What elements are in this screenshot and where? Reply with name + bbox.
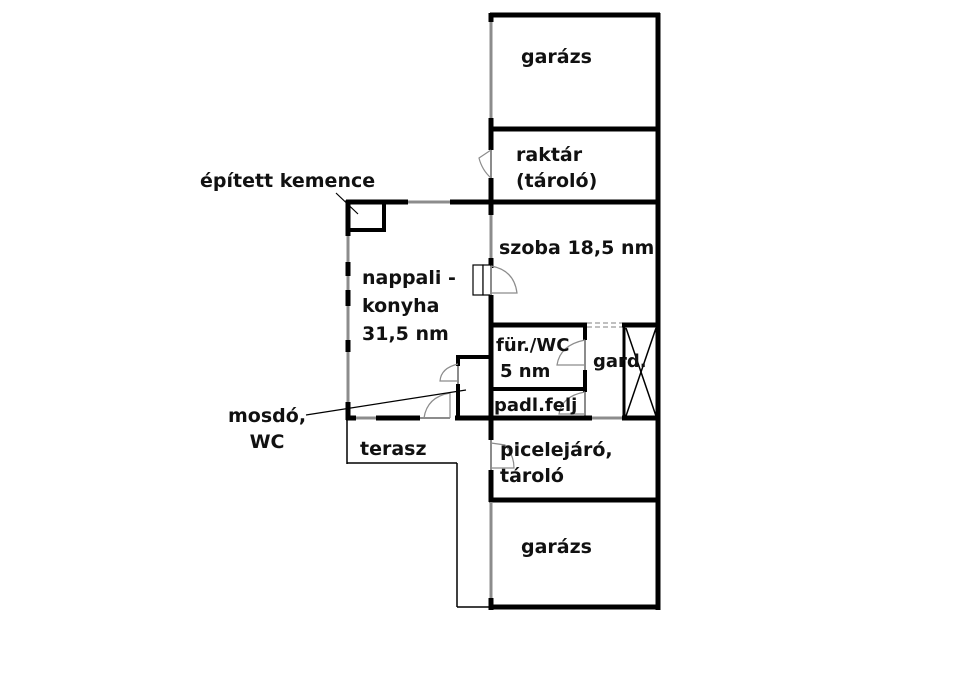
room-garazs-bottom xyxy=(488,502,660,610)
door-swing xyxy=(439,363,459,382)
door-swing xyxy=(558,391,586,415)
label-kemence: épített kemence xyxy=(200,170,376,192)
label-line: konyha xyxy=(362,295,440,317)
door-frame xyxy=(472,264,484,296)
door-swing xyxy=(478,149,492,179)
room-nappali xyxy=(345,199,491,421)
label-line: WC xyxy=(249,431,285,453)
label-line: picelejáró, xyxy=(500,439,613,461)
label-line: nappali - xyxy=(362,267,456,289)
label-picelejaro: picelejáró, tároló xyxy=(500,437,613,489)
label-line: 5 nm xyxy=(500,361,551,382)
room-picelejaro xyxy=(488,418,660,503)
label-padl-felj: padl.felj xyxy=(494,395,578,416)
room-mosdo xyxy=(423,355,491,420)
label-gard: gard. xyxy=(593,351,647,372)
label-raktar: raktár (tároló) xyxy=(516,142,597,194)
terrace xyxy=(346,420,491,608)
mosdo-leader xyxy=(305,389,467,416)
label-line: mosdó, xyxy=(228,405,307,427)
door-swing xyxy=(556,339,586,366)
label-garazs-bottom: garázs xyxy=(521,536,592,558)
label-szoba: szoba 18,5 nm xyxy=(499,237,655,259)
door-swing xyxy=(423,392,451,419)
label-fur-wc: für./WC 5 nm xyxy=(496,333,569,385)
room-szoba xyxy=(472,215,660,420)
label-line: (tároló) xyxy=(516,170,598,192)
label-line: 31,5 nm xyxy=(362,323,449,345)
label-line: tároló xyxy=(500,465,564,487)
label-garazs-top: garázs xyxy=(521,46,592,68)
label-terasz: terasz xyxy=(360,438,427,460)
room-raktar xyxy=(470,130,660,215)
room-garazs-top xyxy=(488,12,661,610)
label-nappali: nappali - konyha 31,5 nm xyxy=(362,264,456,348)
label-mosdo: mosdó, WC xyxy=(228,403,306,455)
kemence-outline xyxy=(348,202,386,232)
room-fur-wc xyxy=(489,323,657,418)
label-line: für./WC xyxy=(496,335,570,356)
door-frame xyxy=(482,264,492,296)
label-line: raktár xyxy=(516,144,583,166)
kemence-leader xyxy=(335,192,359,215)
wardrobe-cross xyxy=(625,327,657,417)
door-swing xyxy=(490,265,518,294)
door-swing xyxy=(490,442,515,469)
